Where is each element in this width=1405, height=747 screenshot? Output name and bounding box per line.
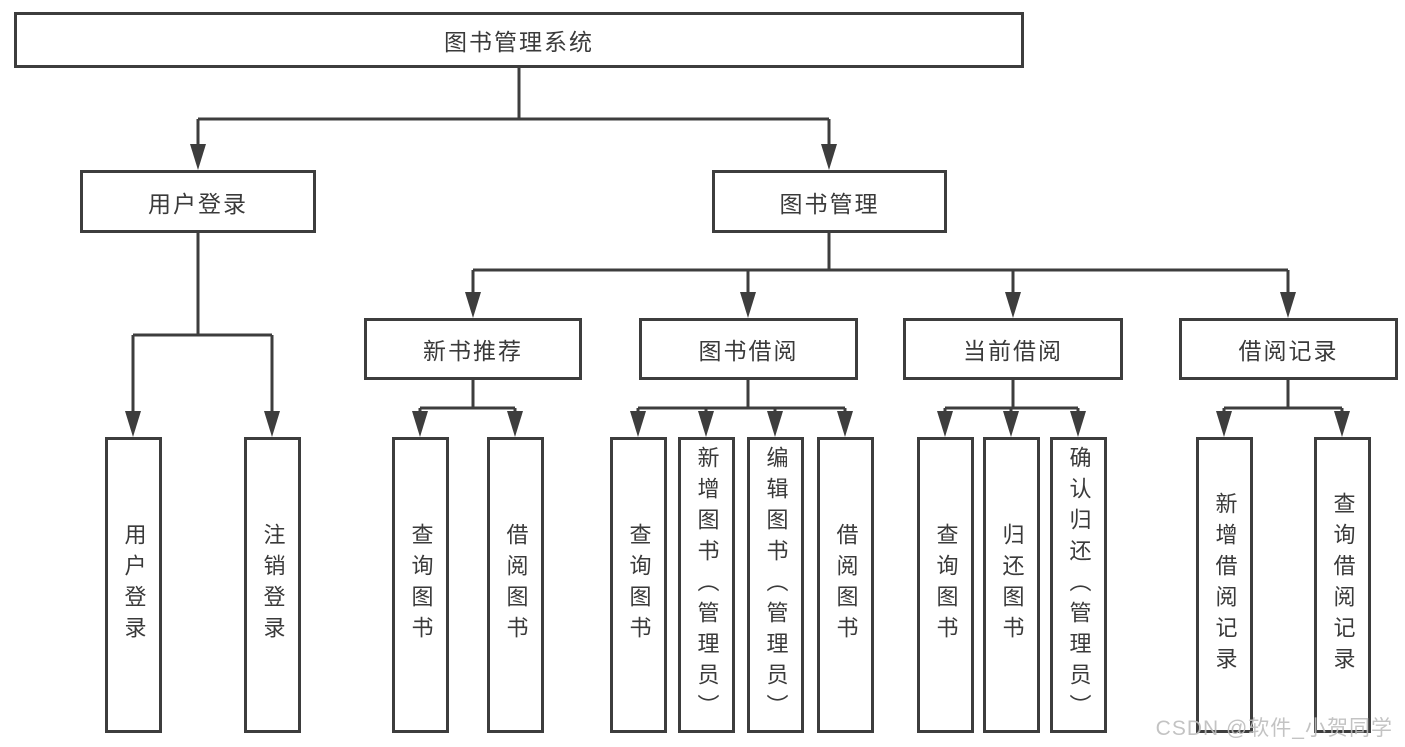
- node-label: 新增图书（管理员）: [694, 445, 720, 725]
- node-label: 注销登录: [260, 523, 286, 647]
- leaf-add-books-admin: 新增图书（管理员）: [678, 437, 735, 733]
- leaf-user-login: 用户登录: [105, 437, 162, 733]
- node-label: 查询图书: [933, 523, 959, 647]
- node-current-borrowing: 当前借阅: [903, 318, 1123, 380]
- node-label: 查询图书: [626, 523, 652, 647]
- leaf-return-books: 归还图书: [983, 437, 1040, 733]
- node-label: 确认归还（管理员）: [1066, 445, 1092, 725]
- node-label: 查询借阅记录: [1330, 492, 1356, 678]
- node-label: 新增借阅记录: [1212, 492, 1238, 678]
- node-label: 当前借阅: [963, 338, 1063, 364]
- node-label: 新书推荐: [423, 338, 523, 364]
- leaf-confirm-return-admin: 确认归还（管理员）: [1050, 437, 1107, 733]
- node-label: 借阅图书: [503, 523, 529, 647]
- node-borrowing-records: 借阅记录: [1179, 318, 1398, 380]
- leaf-query-books-borrowing: 查询图书: [610, 437, 667, 733]
- node-book-management: 图书管理: [712, 170, 947, 233]
- node-label: 归还图书: [999, 523, 1025, 647]
- node-label: 借阅图书: [833, 523, 859, 647]
- node-user-login: 用户登录: [80, 170, 316, 233]
- watermark: CSDN @软件_小贺同学: [1155, 717, 1393, 740]
- node-label: 图书借阅: [698, 338, 799, 364]
- node-root: 图书管理系统: [14, 12, 1024, 68]
- node-label: 用户登录: [121, 523, 147, 647]
- leaf-logout: 注销登录: [244, 437, 301, 733]
- leaf-query-books-current: 查询图书: [917, 437, 974, 733]
- leaf-query-books-recommend: 查询图书: [392, 437, 449, 733]
- node-new-book-recommend: 新书推荐: [364, 318, 582, 380]
- node-book-borrowing: 图书借阅: [639, 318, 858, 380]
- leaf-edit-books-admin: 编辑图书（管理员）: [747, 437, 804, 733]
- leaf-borrow-books-recommend: 借阅图书: [487, 437, 544, 733]
- node-label: 编辑图书（管理员）: [763, 445, 789, 725]
- leaf-add-borrow-record: 新增借阅记录: [1196, 437, 1253, 733]
- node-label: 借阅记录: [1238, 338, 1339, 364]
- node-label: 用户登录: [148, 190, 248, 217]
- node-label: 查询图书: [408, 523, 434, 647]
- leaf-borrow-books-borrowing: 借阅图书: [817, 437, 874, 733]
- node-label: 图书管理系统: [444, 29, 594, 55]
- leaf-query-borrow-record: 查询借阅记录: [1314, 437, 1371, 733]
- node-label: 图书管理: [779, 190, 880, 217]
